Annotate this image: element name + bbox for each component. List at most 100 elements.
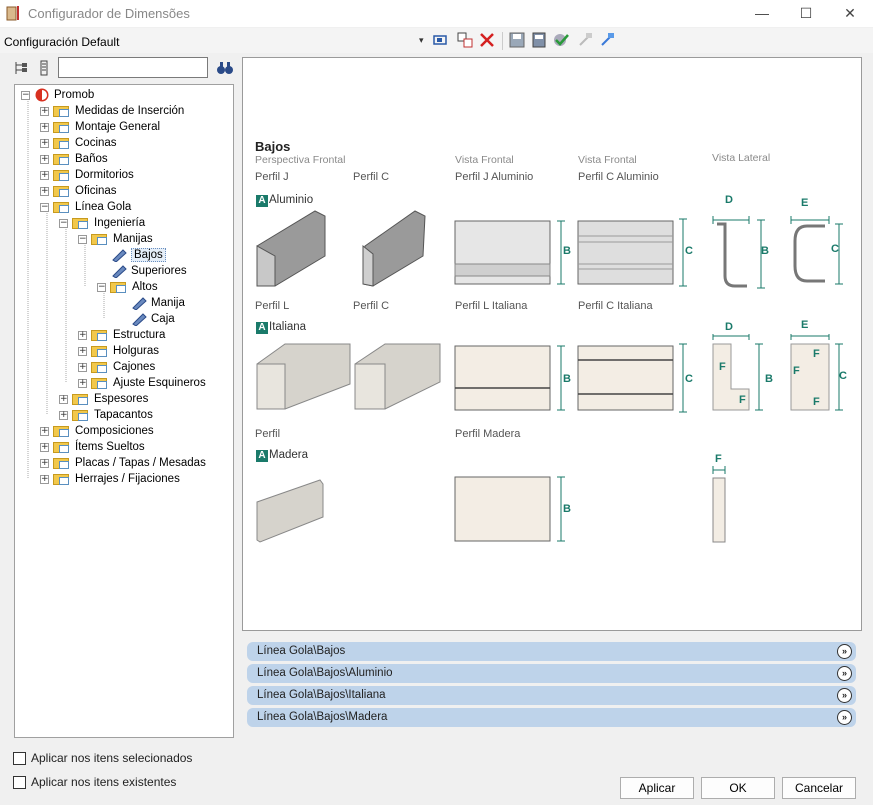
folder-icon <box>53 184 71 198</box>
tree-item-label: Ítems Sueltos <box>75 441 145 453</box>
maximize-button[interactable]: ☐ <box>799 5 813 21</box>
folder-icon <box>72 216 90 230</box>
measure-tag-icon <box>112 265 127 278</box>
tree-item-label: Altos <box>132 281 158 293</box>
dimension-f: F <box>813 348 820 360</box>
tree-item[interactable]: +Oficinas <box>40 183 117 199</box>
dimension-c: C <box>839 370 847 382</box>
tree-item[interactable]: +Herrajes / Fijaciones <box>40 471 180 487</box>
expand-chevron-icon[interactable]: » <box>837 710 852 725</box>
expand-toggle[interactable]: + <box>40 473 49 484</box>
category-tree[interactable]: −Promob +Medidas de Inserción + Montaje G… <box>14 84 234 738</box>
save-icon[interactable] <box>508 31 526 49</box>
tree-item[interactable]: + Montaje General <box>40 119 160 135</box>
collapse-toggle[interactable]: − <box>78 233 87 244</box>
tree-item[interactable]: +Estructura <box>78 327 165 343</box>
tree-item[interactable]: −Manijas <box>78 231 153 247</box>
accordion-italiana[interactable]: Línea Gola\Bajos\Italiana» <box>247 686 856 705</box>
collapse-icon[interactable] <box>576 31 594 49</box>
tree-item-label: Montaje General <box>75 121 161 133</box>
tree-item[interactable]: +Holguras <box>78 343 159 359</box>
expand-toggle[interactable]: + <box>40 425 49 436</box>
apply-button[interactable]: Aplicar <box>620 777 694 799</box>
tree-item[interactable]: +Ajuste Esquineros <box>78 375 206 391</box>
profile-label: Perfil J <box>255 171 289 183</box>
expand-toggle[interactable]: + <box>78 377 87 388</box>
collapse-toggle[interactable]: − <box>21 89 30 100</box>
tree-item[interactable]: − Línea Gola <box>40 199 131 215</box>
delete-icon[interactable] <box>478 31 496 49</box>
accordion-bajos[interactable]: Línea Gola\Bajos» <box>247 642 856 661</box>
tree-item[interactable]: + Cajones <box>78 359 155 375</box>
expand-toggle[interactable]: + <box>40 169 49 180</box>
tree-item[interactable]: +Dormitorios <box>40 167 134 183</box>
list-icon[interactable] <box>38 60 50 76</box>
tree-item[interactable]: +Cocinas <box>40 135 117 151</box>
rename-icon[interactable] <box>432 31 450 49</box>
collapse-toggle[interactable]: − <box>40 201 49 212</box>
tree-item[interactable]: + Ítems Sueltos <box>40 439 145 455</box>
tree-item[interactable]: −Ingeniería <box>59 215 145 231</box>
expand-toggle[interactable]: + <box>59 409 68 420</box>
expand-chevron-icon[interactable]: » <box>837 644 852 659</box>
binoculars-icon[interactable] <box>216 60 234 76</box>
tree-item[interactable]: +Espesores <box>59 391 148 407</box>
column-perspective: Perspectiva Frontal <box>255 154 346 166</box>
tree-item-label: Línea Gola <box>75 201 132 213</box>
collapse-toggle[interactable]: − <box>97 281 106 292</box>
apply-existing-checkbox[interactable] <box>13 776 26 789</box>
minimize-button[interactable]: — <box>755 5 769 21</box>
expand-chevron-icon[interactable]: » <box>837 666 852 681</box>
toolbar-divider <box>502 32 503 50</box>
save-all-icon[interactable] <box>530 31 548 49</box>
expand-toggle[interactable]: + <box>40 153 49 164</box>
chevron-down-icon[interactable]: ▾ <box>419 35 424 45</box>
accordion-madera[interactable]: Línea Gola\Bajos\Madera» <box>247 708 856 727</box>
tree-item[interactable]: + Tapacantos <box>59 407 153 423</box>
material-name: Italiana <box>269 321 307 333</box>
copy-icon[interactable] <box>456 31 474 49</box>
ok-button[interactable]: OK <box>701 777 775 799</box>
tree-item-promob[interactable]: −Promob <box>21 87 94 103</box>
tree-item-label: Cajones <box>113 361 156 373</box>
tree-item[interactable]: +Medidas de Inserción <box>40 103 184 119</box>
tree-item-bajos[interactable]: Bajos <box>111 247 166 263</box>
measure-tag-icon <box>112 249 127 262</box>
collapse-toggle[interactable]: − <box>59 217 68 228</box>
tree-item[interactable]: +Placas / Tapas / Mesadas <box>40 455 206 471</box>
accordion-aluminio[interactable]: Línea Gola\Bajos\Aluminio» <box>247 664 856 683</box>
close-button[interactable]: ✕ <box>844 5 856 21</box>
folder-icon <box>53 200 71 214</box>
dimension-c: C <box>831 243 839 255</box>
cancel-button[interactable]: Cancelar <box>782 777 856 799</box>
expand-toggle[interactable]: + <box>40 185 49 196</box>
expand-toggle[interactable]: + <box>40 441 49 452</box>
dimension-b: B <box>563 503 571 515</box>
tree-item[interactable]: − Altos <box>97 279 158 295</box>
expand-toggle[interactable]: + <box>59 393 68 404</box>
tree-item-label: Tapacantos <box>94 409 153 421</box>
tree-item[interactable]: +Baños <box>40 151 108 167</box>
tree-item[interactable]: Superiores <box>111 263 187 279</box>
tree-item[interactable]: Manija <box>131 295 185 311</box>
expand-toggle[interactable]: + <box>78 329 87 340</box>
tree-structure-icon[interactable] <box>14 60 30 76</box>
validate-icon[interactable] <box>552 31 570 49</box>
column-front-1: Vista Frontal <box>455 154 514 166</box>
expand-toggle[interactable]: + <box>78 361 87 372</box>
expand-chevron-icon[interactable]: » <box>837 688 852 703</box>
search-input[interactable] <box>58 57 208 78</box>
expand-icon[interactable] <box>598 31 616 49</box>
tree-item[interactable]: Caja <box>131 311 175 327</box>
expand-toggle[interactable]: + <box>40 457 49 468</box>
material-name: Madera <box>269 449 308 461</box>
expand-toggle[interactable]: + <box>40 121 49 132</box>
profile-label: Perfil C Italiana <box>578 300 653 312</box>
apply-selected-checkbox[interactable] <box>13 752 26 765</box>
dimension-f: F <box>719 361 726 373</box>
config-select[interactable]: Configuración Default <box>4 35 120 49</box>
expand-toggle[interactable]: + <box>40 105 49 116</box>
tree-item[interactable]: +Composiciones <box>40 423 154 439</box>
expand-toggle[interactable]: + <box>40 137 49 148</box>
expand-toggle[interactable]: + <box>78 345 87 356</box>
